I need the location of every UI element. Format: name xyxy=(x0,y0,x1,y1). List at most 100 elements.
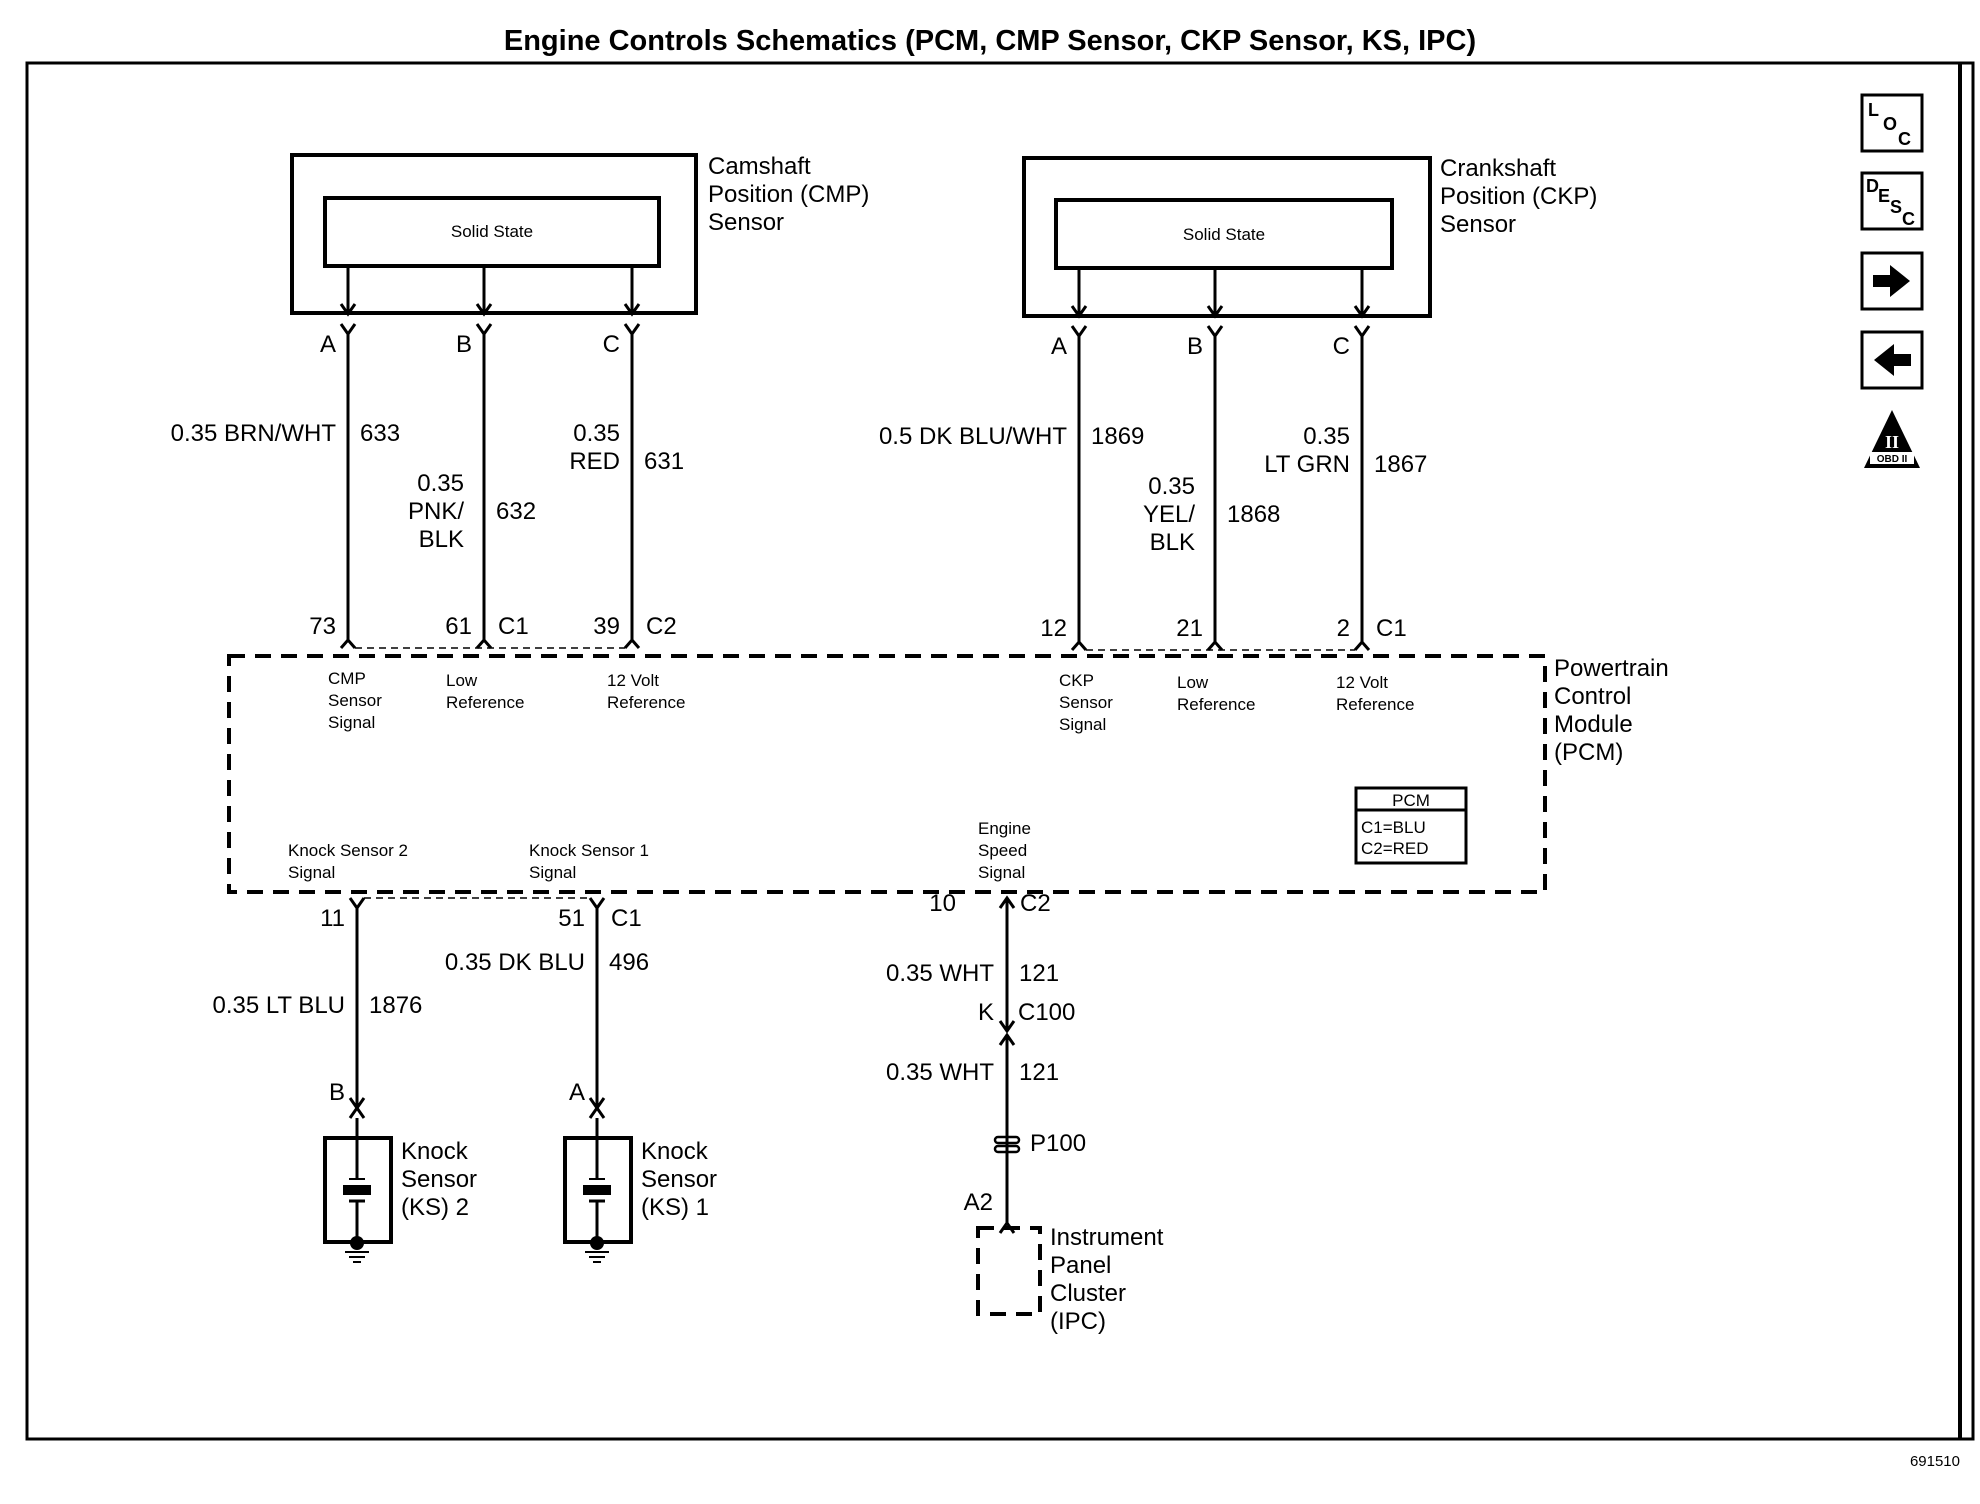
female-terminal xyxy=(623,323,641,337)
c100-connector: C100 xyxy=(1018,999,1075,1026)
cmp-sensor-name-3: Sensor xyxy=(708,209,784,236)
pcm-module: Powertrain Control Module (PCM) CMPSenso… xyxy=(227,654,1669,894)
pcm-pin-number: 51 xyxy=(558,905,585,932)
cmp-solid-state-box xyxy=(323,196,661,268)
ipc-boundary xyxy=(976,1226,1042,1316)
wire-gauge-color: 0.35 xyxy=(417,470,464,497)
sensor-pin-label: C xyxy=(1333,333,1350,360)
p100-label: P100 xyxy=(1030,1130,1086,1157)
ckp-sensor: Solid State Crankshaft Position (CKP) Se… xyxy=(1022,155,1597,318)
previous-page-arrow-icon[interactable] xyxy=(1860,330,1924,390)
ipc-seg1-gauge-color: 0.35 WHT xyxy=(886,960,994,987)
pcm-terminal xyxy=(1070,639,1088,651)
pcm-function-line: Speed xyxy=(978,841,1027,860)
pcm-terminal xyxy=(1353,639,1371,651)
wire-gauge-color: LT GRN xyxy=(1264,451,1350,478)
obd-ii-icon[interactable]: II OBD II xyxy=(1864,410,1920,468)
pcm-terminal xyxy=(623,637,641,649)
pcm-function-line: Signal xyxy=(978,863,1025,882)
legend-header: PCM xyxy=(1392,791,1430,810)
next-page-arrow-icon[interactable] xyxy=(1860,251,1924,311)
knock-sensor-name-line: Knock xyxy=(401,1138,469,1165)
pcm-terminal xyxy=(348,897,366,911)
pcm-connector-id: C1 xyxy=(498,613,529,640)
ipc-name-1: Instrument xyxy=(1050,1224,1164,1251)
svg-text:C: C xyxy=(1898,129,1911,149)
wire-gauge-color: 0.35 BRN/WHT xyxy=(171,420,337,447)
female-terminal xyxy=(1206,325,1224,339)
svg-text:OBD II: OBD II xyxy=(1877,454,1908,465)
piezo-element-icon xyxy=(583,1178,611,1203)
pcm-pin-number: 2 xyxy=(1337,615,1350,642)
sensor-pin-label: A xyxy=(1051,333,1067,360)
pcm-name-4: (PCM) xyxy=(1554,739,1623,766)
female-terminal xyxy=(1070,325,1088,339)
knock-sensor-name-line: Knock xyxy=(641,1138,709,1165)
circuit-number: 1867 xyxy=(1374,451,1427,478)
c100-pin: K xyxy=(978,999,994,1026)
pcm-boundary xyxy=(227,654,1547,894)
female-terminal xyxy=(1353,325,1371,339)
male-terminal xyxy=(475,303,493,317)
wire-gauge-color: YEL/ xyxy=(1143,501,1195,528)
loc-icon[interactable]: L O C xyxy=(1860,93,1924,153)
pcm-function-line: Low xyxy=(1177,673,1209,692)
pcm-terminal xyxy=(588,897,606,911)
pcm-function-line: Engine xyxy=(978,819,1031,838)
svg-text:E: E xyxy=(1878,186,1890,206)
ckp-sensor-name-1: Crankshaft xyxy=(1440,155,1556,182)
male-terminal xyxy=(1070,305,1088,319)
cmp-sensor: Solid State Camshaft Position (CMP) Sens… xyxy=(290,153,869,315)
wire-gauge-color: 0.35 DK BLU xyxy=(445,949,585,976)
figure-id: 691510 xyxy=(1910,1453,1960,1470)
pcm-function-line: Reference xyxy=(446,693,524,712)
pcm-name-2: Control xyxy=(1554,683,1631,710)
wire-gauge-color: 0.35 LT BLU xyxy=(212,992,345,1019)
pcm-function-line: Low xyxy=(446,671,478,690)
female-terminal xyxy=(348,1105,366,1119)
pcm-function-line: Knock Sensor 1 xyxy=(529,841,649,860)
desc-icon[interactable]: D E S C xyxy=(1860,171,1924,231)
ipc-name-3: Cluster xyxy=(1050,1280,1126,1307)
svg-text:S: S xyxy=(1890,197,1902,217)
cmp-sensor-name-2: Position (CMP) xyxy=(708,181,869,208)
pcm-connector-id: C2 xyxy=(646,613,677,640)
pcm-function-line: CKP xyxy=(1059,671,1094,690)
pcm-function-line: Sensor xyxy=(328,691,382,710)
pcm-name-3: Module xyxy=(1554,711,1633,738)
male-terminal xyxy=(623,303,641,317)
sensor-pin-label: B xyxy=(1187,333,1203,360)
cmp-solid-state-label: Solid State xyxy=(451,222,533,241)
wire-gauge-color: PNK/ xyxy=(408,498,464,525)
c100-male-terminal xyxy=(998,1020,1016,1034)
pcm-connector-id: C1 xyxy=(1376,615,1407,642)
svg-text:O: O xyxy=(1883,114,1897,134)
sensor-pin-label: C xyxy=(603,331,620,358)
knock-sensor-name-line: Sensor xyxy=(641,1166,717,1193)
svg-text:II: II xyxy=(1885,432,1899,452)
outer-frame xyxy=(25,61,1975,1441)
wire-gauge-color: BLK xyxy=(1150,529,1195,556)
pcm-pin-number: 73 xyxy=(309,613,336,640)
female-terminal xyxy=(339,323,357,337)
svg-text:L: L xyxy=(1868,100,1879,120)
